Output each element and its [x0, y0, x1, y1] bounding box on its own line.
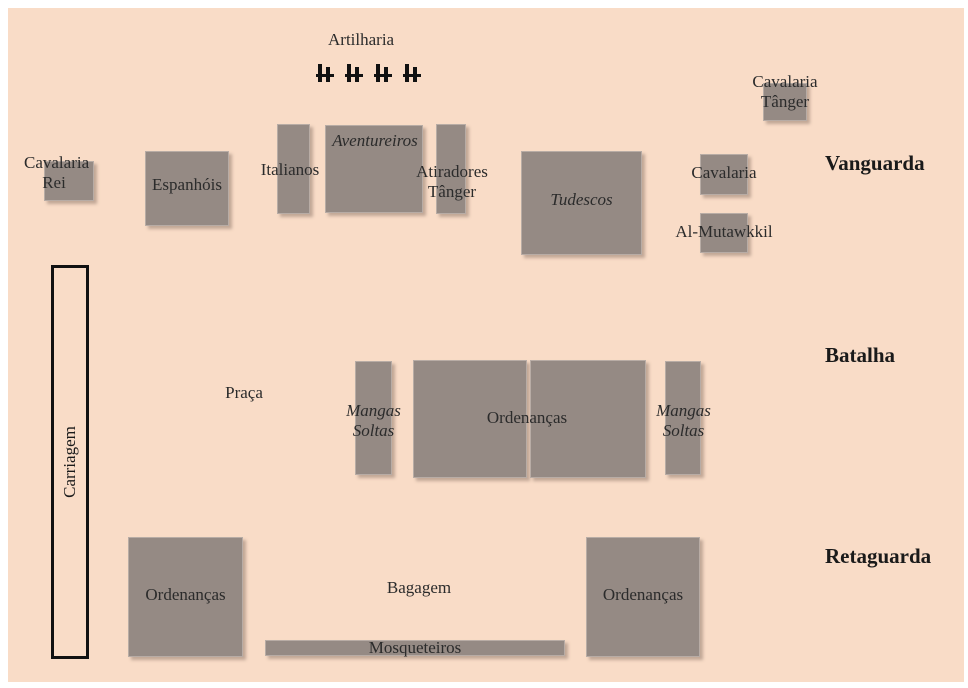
block-cavalaria-rei: [44, 161, 94, 201]
cannon-icon: [403, 64, 421, 82]
block-ordenancas-left: [128, 537, 243, 657]
block-tudescos: [521, 151, 642, 255]
carriagem-outline: [51, 265, 89, 659]
block-mangas-soltas-right: [665, 361, 701, 475]
label-tudescos: Tudescos: [550, 190, 613, 209]
label-praca: Praça: [225, 383, 263, 402]
block-cavalaria-tanger: [763, 83, 807, 121]
label-ordenancas-right: Ordenanças: [602, 585, 684, 604]
label-carriagem: Carriagem: [60, 426, 79, 498]
block-italianos: [277, 124, 310, 214]
label-ordenancas-center: Ordenanças: [486, 408, 568, 427]
cannon-icon: [345, 64, 363, 82]
block-ordenancas-right: [586, 537, 700, 657]
section-vanguarda: Vanguarda: [825, 151, 925, 175]
section-batalha: Batalha: [825, 343, 896, 367]
label-aventureiros: Aventureiros: [332, 131, 418, 150]
cannon-icon: [374, 64, 392, 82]
block-espanhois: [145, 151, 229, 226]
block-atiradores-tanger: [436, 124, 466, 214]
block-ordenancas-center-right: [530, 360, 646, 478]
label-mosqueteiros: Mosqueteiros: [368, 638, 462, 657]
block-al-mutawkkil: [700, 213, 748, 253]
label-al-mutawkkil: Al-Mutawkkil: [675, 222, 773, 241]
artilharia-label: Artilharia: [328, 30, 395, 49]
block-aventureiros: [325, 125, 423, 213]
formation-diagram: Vanguarda Batalha Retaguarda Artilharia …: [8, 8, 964, 682]
section-retaguarda: Retaguarda: [825, 544, 932, 568]
label-italianos: Italianos: [260, 160, 320, 179]
cannon-icon: [316, 64, 334, 82]
label-espanhois: Espanhóis: [152, 175, 222, 194]
block-cavalaria: [700, 154, 748, 195]
label-bagagem: Bagagem: [386, 578, 452, 597]
label-cavalaria: Cavalaria: [691, 163, 757, 182]
label-ordenancas-left: Ordenanças: [145, 585, 226, 604]
block-ordenancas-center-left: [413, 360, 527, 478]
block-mangas-soltas-left: [355, 361, 392, 475]
block-mosqueteiros: [265, 640, 565, 656]
